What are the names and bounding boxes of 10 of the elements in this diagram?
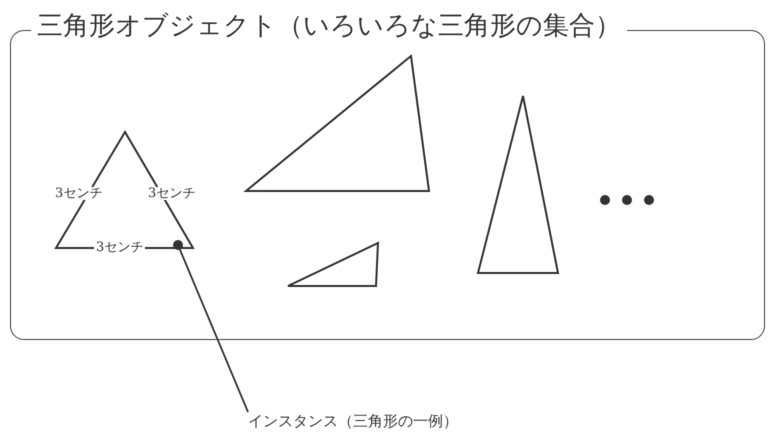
side-length-label: 3センチ	[146, 187, 198, 200]
leader-line	[173, 240, 249, 412]
instance-caption: インスタンス（三角形の一例）	[248, 412, 498, 434]
triangle-shape	[53, 129, 196, 251]
triangle-shape	[244, 54, 432, 193]
side-length-label: 3センチ	[94, 241, 146, 254]
triangle-shape	[286, 241, 380, 288]
triangle-shape	[476, 94, 560, 275]
group-heading: 三角形オブジェクト（いろいろな三角形の集合）	[31, 13, 627, 39]
side-length-label: 3センチ	[53, 187, 104, 200]
